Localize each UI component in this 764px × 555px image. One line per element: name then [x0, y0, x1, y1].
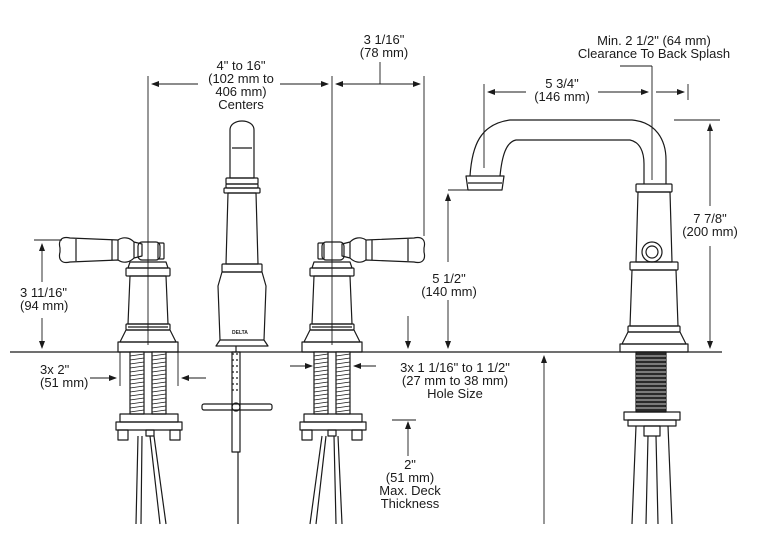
overall-height-line-2: (200 mm) [682, 224, 738, 239]
spout-height-line-2: (140 mm) [421, 284, 477, 299]
handle-reach-line-2: (78 mm) [359, 45, 409, 60]
right-lever-handle [349, 236, 426, 264]
spout-side-view [465, 119, 689, 525]
centers-line-2: (102 mm to [208, 71, 274, 86]
overall-height-label: 7 7/8" (200 mm) [672, 212, 748, 238]
deck-thickness-line-4: Thickness [380, 496, 440, 511]
shank-diameter-line-1: 3x 2" [40, 362, 70, 377]
centers-dimension-label: 4" to 16" (102 mm to 406 mm) Centers [196, 59, 286, 111]
spout-height-label: 5 1/2" (140 mm) [410, 272, 488, 298]
hole-size-label: 3x 1 1/16" to 1 1/2" (27 mm to 38 mm) Ho… [380, 361, 530, 400]
centers-line-3: 406 mm) [215, 84, 267, 99]
handle-height-label: 3 11/16" (94 mm) [20, 286, 90, 312]
spout-reach-line-2: (146 mm) [534, 89, 590, 104]
deck-thickness-line-2: (51 mm) [385, 470, 435, 485]
handle-reach-line-1: 3 1/16" [363, 32, 405, 47]
deck-thickness-line-3: Max. Deck [379, 483, 441, 498]
center-lift-rod-assembly [201, 120, 273, 524]
spout-height-line-1: 5 1/2" [432, 271, 466, 286]
left-lever-handle [58, 236, 135, 264]
shank-diameter-label: 3x 2" (51 mm) [40, 363, 100, 389]
dimension-lines [34, 62, 720, 524]
right-handle-valve [299, 236, 426, 525]
spout-reach-label: 5 3/4" (146 mm) [520, 77, 604, 103]
clearance-line-1: Min. 2 1/2" (64 mm) [597, 33, 711, 48]
clearance-line-2: Clearance To Back Splash [577, 46, 731, 61]
shank-diameter-line-2: (51 mm) [40, 375, 89, 390]
deck-thickness-line-1: 2" [404, 457, 416, 472]
clearance-label: Min. 2 1/2" (64 mm) Clearance To Back Sp… [556, 34, 752, 60]
hole-size-line-2: (27 mm to 38 mm) [401, 373, 509, 388]
handle-height-line-2: (94 mm) [20, 298, 69, 313]
hole-size-line-3: Hole Size [427, 386, 483, 401]
handle-height-line-1: 3 11/16" [20, 285, 68, 300]
centers-line-1: 4" to 16" [216, 58, 266, 73]
spout-reach-line-1: 5 3/4" [545, 76, 579, 91]
overall-height-line-1: 7 7/8" [693, 211, 727, 226]
centers-line-4: Centers [218, 97, 264, 112]
deck-thickness-label: 2" (51 mm) Max. Deck Thickness [364, 458, 456, 510]
brand-mark: DELTA [232, 330, 248, 336]
handle-reach-label: 3 1/16" (78 mm) [342, 33, 426, 59]
spout-arc [469, 119, 667, 184]
hole-size-line-1: 3x 1 1/16" to 1 1/2" [400, 360, 510, 375]
